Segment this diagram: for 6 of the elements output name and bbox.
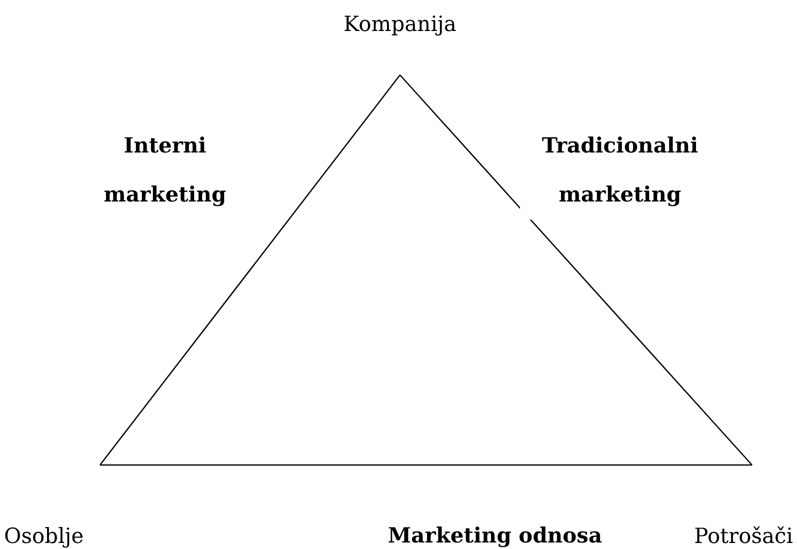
vertex-label: Kompanija [344,12,456,38]
vertex-label: Potrošači [694,524,793,549]
triangle-side [100,464,752,466]
triangle-side [400,74,752,466]
triangle-side [99,74,401,466]
vertex-label: Osoblje [4,524,84,549]
